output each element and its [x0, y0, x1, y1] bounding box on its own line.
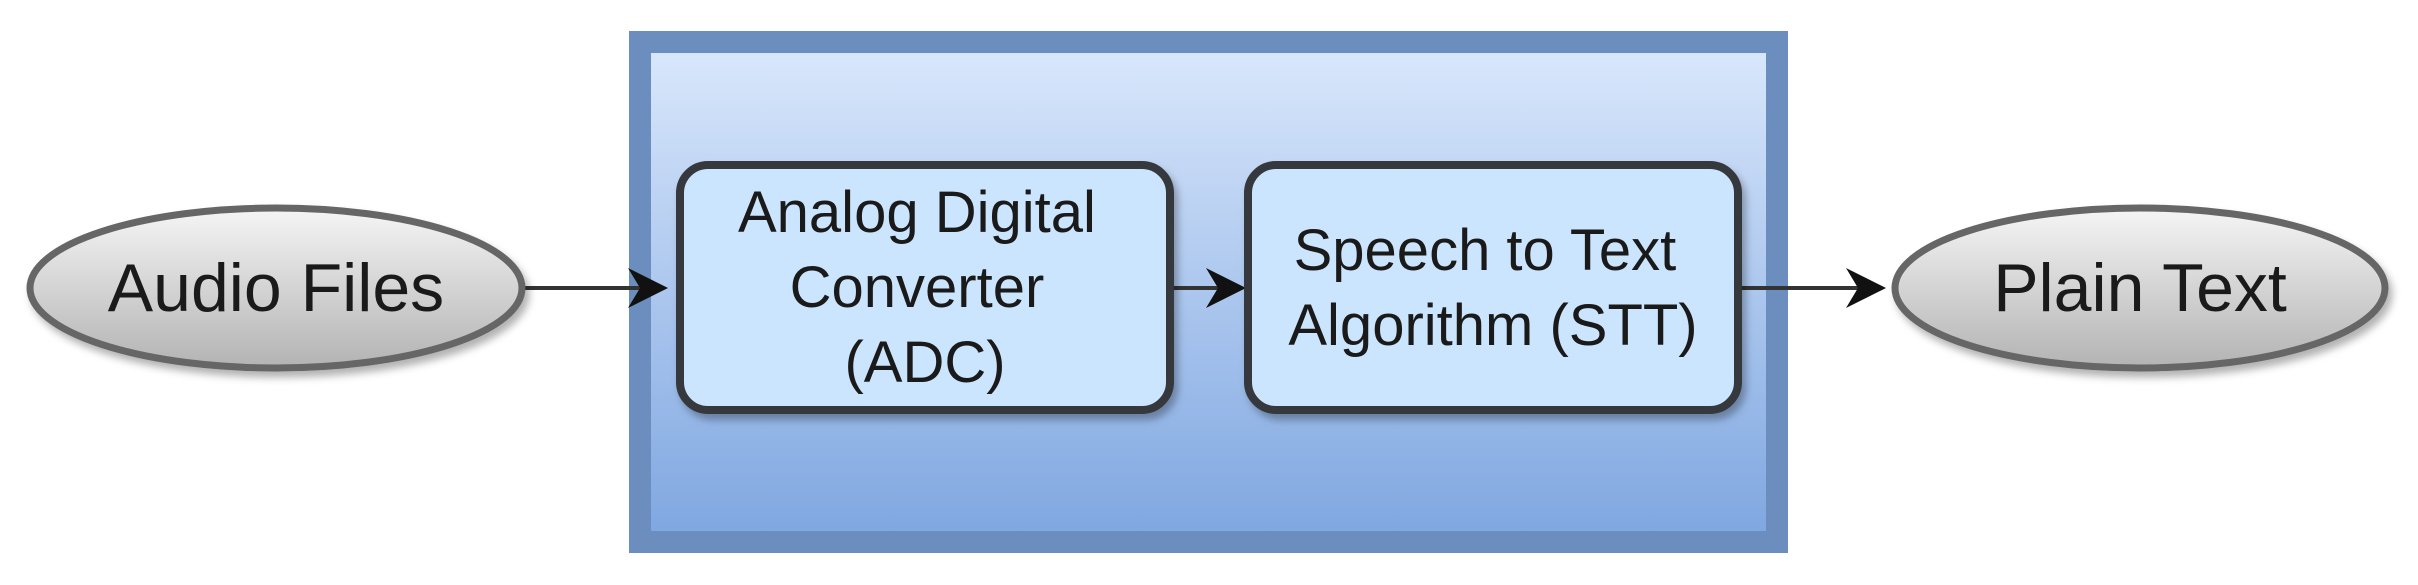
audio-files-node: Audio Files [26, 204, 526, 372]
audio-files-label: Audio Files [108, 250, 444, 326]
plain-text-node: Plain Text [1891, 204, 2389, 372]
adc-label-line-3: (ADC) [844, 330, 1005, 395]
stt-label: Speech to Text Algorithm (STT) [1288, 218, 1697, 358]
adc-node: Analog Digital Converter (ADC) [676, 161, 1174, 414]
stt-label-line-1: Speech to Text [1294, 218, 1677, 283]
adc-label: Analog Digital Converter (ADC) [738, 180, 1112, 395]
plain-text-label: Plain Text [1993, 250, 2287, 326]
adc-label-line-2: Converter [790, 255, 1045, 320]
adc-label-line-1: Analog Digital [738, 180, 1096, 245]
stt-node: Speech to Text Algorithm (STT) [1244, 161, 1742, 414]
stt-label-line-2: Algorithm (STT) [1288, 293, 1697, 358]
